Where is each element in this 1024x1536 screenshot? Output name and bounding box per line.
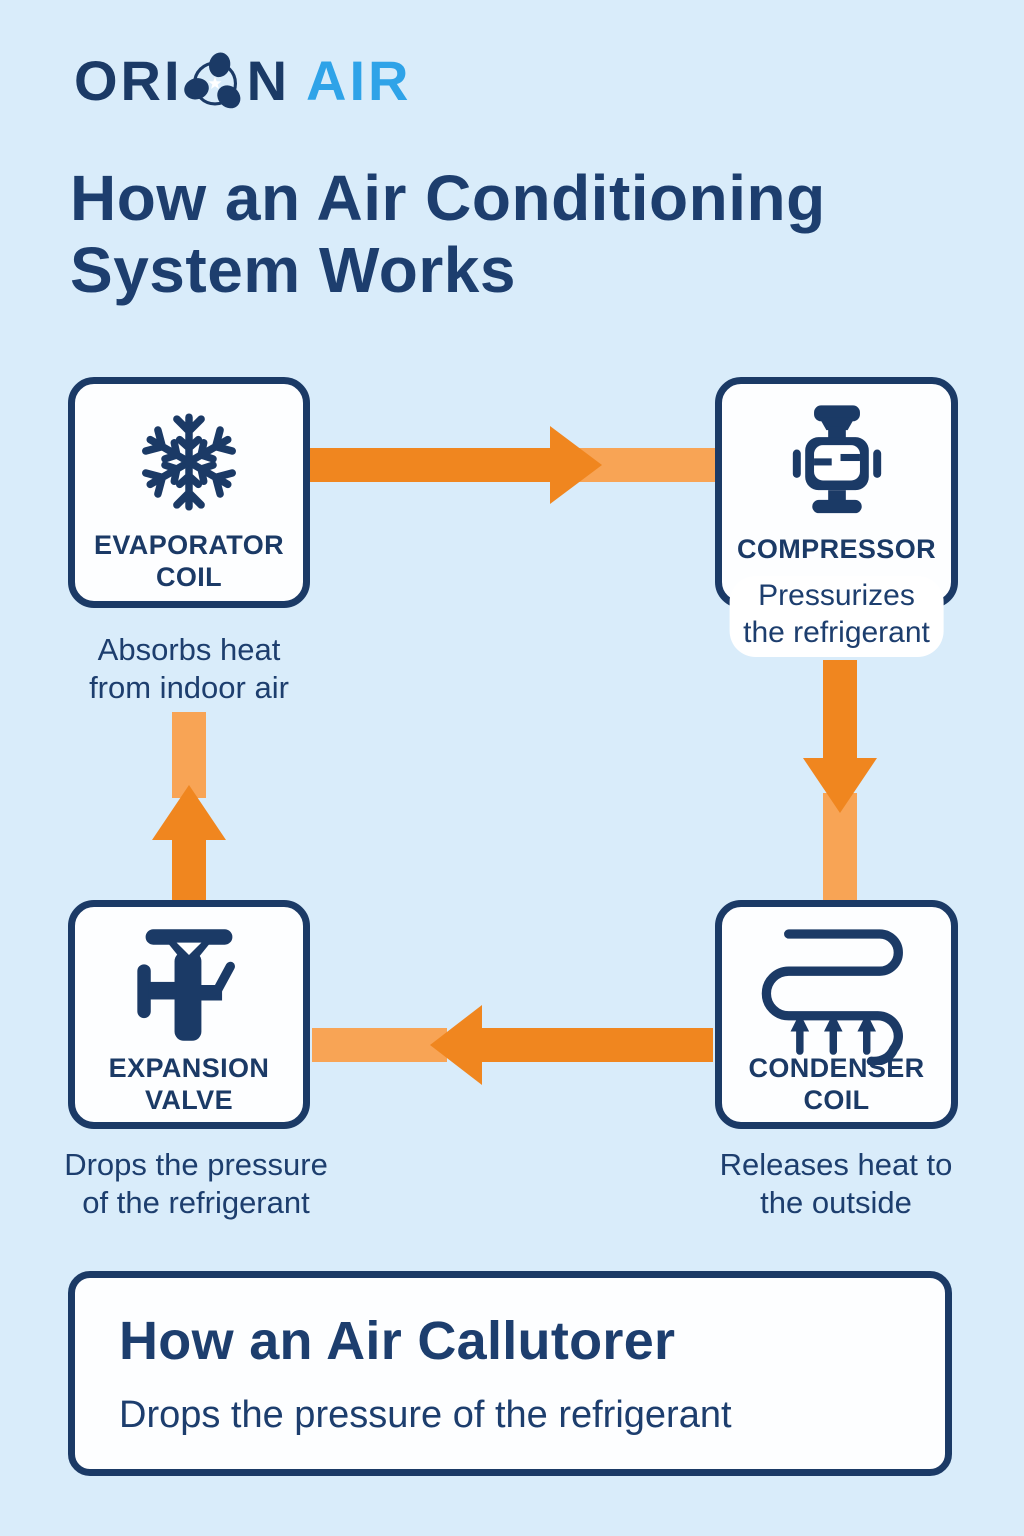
condenser-coil-box: CONDENSER COIL (715, 900, 958, 1129)
condenser-coil-icon (744, 921, 930, 1070)
logo: ORI N AIR (74, 50, 411, 112)
logo-text-air: AIR (306, 49, 412, 112)
compressor-box: COMPRESSOR Pressurizes the refrigerant (715, 377, 958, 658)
logo-text-ori: ORI (74, 49, 183, 112)
arrow-condenser-to-expansion-trail (312, 1028, 447, 1062)
expansion-valve-box: EXPANSION VALVE (68, 900, 310, 1129)
footer-subtext: Drops the pressure of the refrigerant (119, 1394, 732, 1436)
page-title: How an Air Conditioning System Works (70, 162, 826, 306)
evaporator-coil-label: EVAPORATOR COIL (93, 530, 285, 592)
expansion-valve-caption: Drops the pressure of the refrigerant (64, 1147, 328, 1221)
logo-text-n: N (246, 49, 291, 112)
arrow-up-icon (152, 785, 226, 840)
snowflake-icon (133, 406, 245, 523)
compressor-label: COMPRESSOR (736, 534, 937, 564)
arrow-expansion-to-evap-shaft (172, 836, 206, 900)
arrow-compressor-to-condenser-shaft (823, 660, 857, 762)
compressor-icon (784, 400, 890, 520)
arrow-right-icon (550, 426, 602, 504)
compressor-caption: Pressurizes the refrigerant (729, 576, 944, 658)
arrow-down-icon (803, 758, 877, 813)
condenser-caption: Releases heat to the outside (719, 1147, 953, 1221)
condenser-coil-label: CONDENSER COIL (748, 1053, 925, 1115)
expansion-valve-label: EXPANSION VALVE (108, 1053, 270, 1115)
evaporator-coil-box: EVAPORATOR COIL (68, 377, 310, 608)
arrow-evap-to-compressor-shaft (310, 448, 553, 482)
footer-card: How an Air Callutorer Drops the pressure… (68, 1271, 952, 1476)
fan-icon (183, 50, 246, 112)
arrow-expansion-to-evap-trail (172, 712, 206, 798)
evaporator-caption: Absorbs heat from indoor air (89, 632, 289, 706)
arrow-condenser-to-expansion-shaft (480, 1028, 713, 1062)
arrow-left-icon (430, 1005, 482, 1085)
footer-heading: How an Air Callutorer (119, 1311, 676, 1371)
expansion-valve-icon (113, 923, 265, 1052)
